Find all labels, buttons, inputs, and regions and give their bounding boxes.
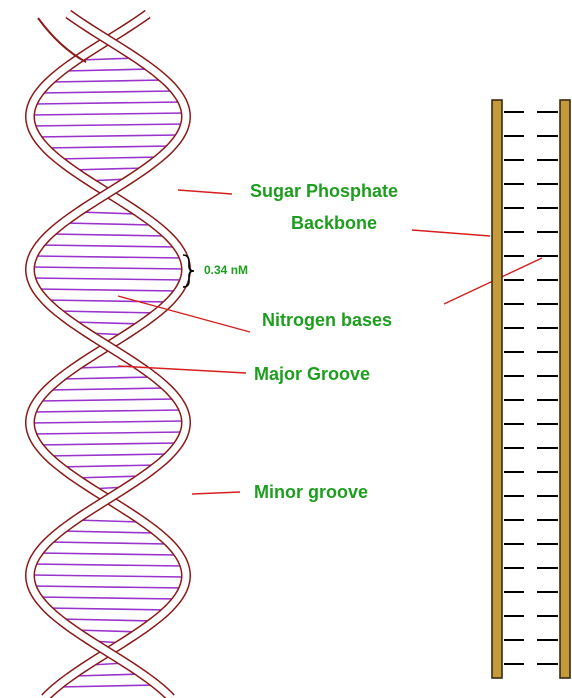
base-pair [32, 432, 185, 434]
base-pair [64, 69, 151, 71]
base-pair [33, 256, 183, 258]
base-pair [62, 377, 155, 379]
base-pair [33, 102, 182, 104]
helix-strand-front [30, 14, 186, 698]
base-pair [30, 421, 186, 423]
label-minor-groove: Minor groove [254, 482, 368, 503]
strand-front-outline [30, 14, 186, 698]
ladder-rungs [504, 112, 558, 664]
base-pair [30, 575, 186, 577]
base-pair [74, 674, 142, 676]
leader-lines [118, 190, 542, 494]
base-pair [75, 520, 140, 522]
base-pair [57, 311, 160, 313]
base-pair [32, 586, 184, 588]
base-pair [59, 619, 157, 621]
base-pair [45, 300, 171, 302]
base-pair [48, 542, 169, 544]
base-pair [32, 564, 184, 566]
label-sugar-phosphate-line2: Backbone [291, 213, 377, 234]
leader-line-backbone-ladder [412, 230, 490, 236]
base-pair [31, 278, 185, 280]
base-pair [44, 146, 172, 148]
base-pair [70, 168, 147, 170]
helix-strand-back [30, 14, 186, 698]
base-pair [30, 113, 186, 115]
base-pair [36, 135, 181, 137]
dna-ladder [492, 100, 570, 678]
base-pair [60, 531, 155, 533]
base-pair [41, 91, 176, 93]
base-pair [31, 124, 185, 126]
base-pair [59, 685, 157, 687]
base-pair [56, 157, 161, 159]
base-pair [33, 410, 184, 412]
base-pair [30, 267, 186, 269]
base-pair [47, 608, 170, 610]
base-pair [58, 465, 158, 467]
leader-line-minor-groove [192, 492, 240, 494]
base-pair [49, 388, 167, 390]
label-distance: 0.34 nM [204, 263, 248, 277]
base-pair [63, 223, 153, 225]
base-pair [50, 234, 166, 236]
ladder-rail-right [560, 100, 570, 678]
base-pair [39, 399, 177, 401]
base-pair [36, 289, 180, 291]
leader-line-backbone-helix [178, 190, 232, 194]
label-nitrogen-bases: Nitrogen bases [262, 310, 392, 331]
strand-front-core [30, 14, 186, 698]
label-sugar-phosphate-line1: Sugar Phosphate [250, 181, 398, 202]
base-pair [78, 212, 137, 214]
base-pair [37, 443, 179, 445]
base-pair [38, 597, 179, 599]
strand-back-core [30, 14, 186, 698]
base-pair [51, 80, 165, 82]
base-pair [40, 245, 177, 247]
strand-back-outline [30, 14, 186, 698]
base-pair [38, 553, 178, 555]
label-major-groove: Major Groove [254, 364, 370, 385]
ladder-rail-left [492, 100, 502, 678]
base-pair [46, 454, 170, 456]
